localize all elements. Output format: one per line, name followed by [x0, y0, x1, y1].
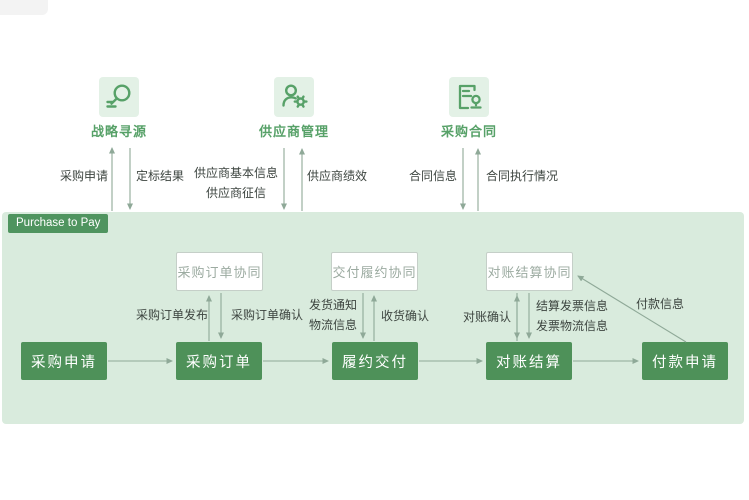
- flow-label-award-result-down: 定标结果: [136, 169, 185, 183]
- purchase-contract-tile: [449, 77, 489, 117]
- flow-label-invoice-info: 结算发票信息 发票物流信息: [536, 296, 608, 336]
- flow-label-contract-execution-up: 合同执行情况: [486, 169, 559, 183]
- watermark-blob: [0, 0, 48, 15]
- supplier-credit-line: 供应商征信: [205, 186, 266, 200]
- collab-box-reconciliation: 对账结算协同: [486, 252, 573, 291]
- flow-label-po-confirm: 采购订单确认: [231, 308, 304, 322]
- supplier-basic-info-line: 供应商基本信息: [194, 166, 279, 180]
- collab-box-delivery: 交付履约协同: [331, 252, 418, 291]
- step-delivery: 履约交付: [332, 342, 418, 380]
- contract-seal-icon: [449, 77, 489, 117]
- flow-label-supplier-performance-up: 供应商绩效: [307, 169, 368, 183]
- step-reconciliation: 对账结算: [486, 342, 572, 380]
- flow-label-recon-confirm: 对账确认: [463, 310, 512, 324]
- supplier-management-tile: [274, 77, 314, 117]
- collab-box-purchase-order: 采购订单协同: [176, 252, 263, 291]
- flow-label-ship-notice: 发货通知 物流信息: [309, 295, 357, 335]
- flow-label-receipt-confirm: 收货确认: [381, 309, 430, 323]
- purchase-to-pay-panel: [2, 212, 744, 424]
- ship-notice-line: 发货通知: [309, 298, 358, 312]
- strategic-sourcing-tile: [99, 77, 139, 117]
- arrow-payment-info-diagonal: [577, 275, 687, 343]
- logistics-info-line: 物流信息: [309, 318, 358, 332]
- step-purchase-request: 采购申请: [21, 342, 107, 380]
- flow-label-purchase-request-up: 采购申请: [60, 169, 109, 183]
- flow-label-payment-info: 付款信息: [636, 297, 685, 311]
- flow-label-contract-info-down: 合同信息: [409, 169, 458, 183]
- step-purchase-order: 采购订单: [176, 342, 262, 380]
- step-payment-request: 付款申请: [642, 342, 728, 380]
- search-list-icon: [99, 77, 139, 117]
- supplier-settings-icon: [274, 77, 314, 117]
- flow-label-po-publish: 采购订单发布: [136, 308, 209, 322]
- purchase-to-pay-badge: Purchase to Pay: [8, 214, 109, 233]
- strategic-sourcing-label: 战略寻源: [90, 124, 147, 139]
- purchase-contract-label: 采购合同: [440, 124, 497, 139]
- invoice-logistics-line: 发票物流信息: [536, 319, 609, 333]
- settlement-invoice-line: 结算发票信息: [536, 299, 609, 313]
- supplier-management-label: 供应商管理: [258, 124, 329, 139]
- flow-label-supplier-info-down: 供应商基本信息 供应商征信: [194, 163, 278, 203]
